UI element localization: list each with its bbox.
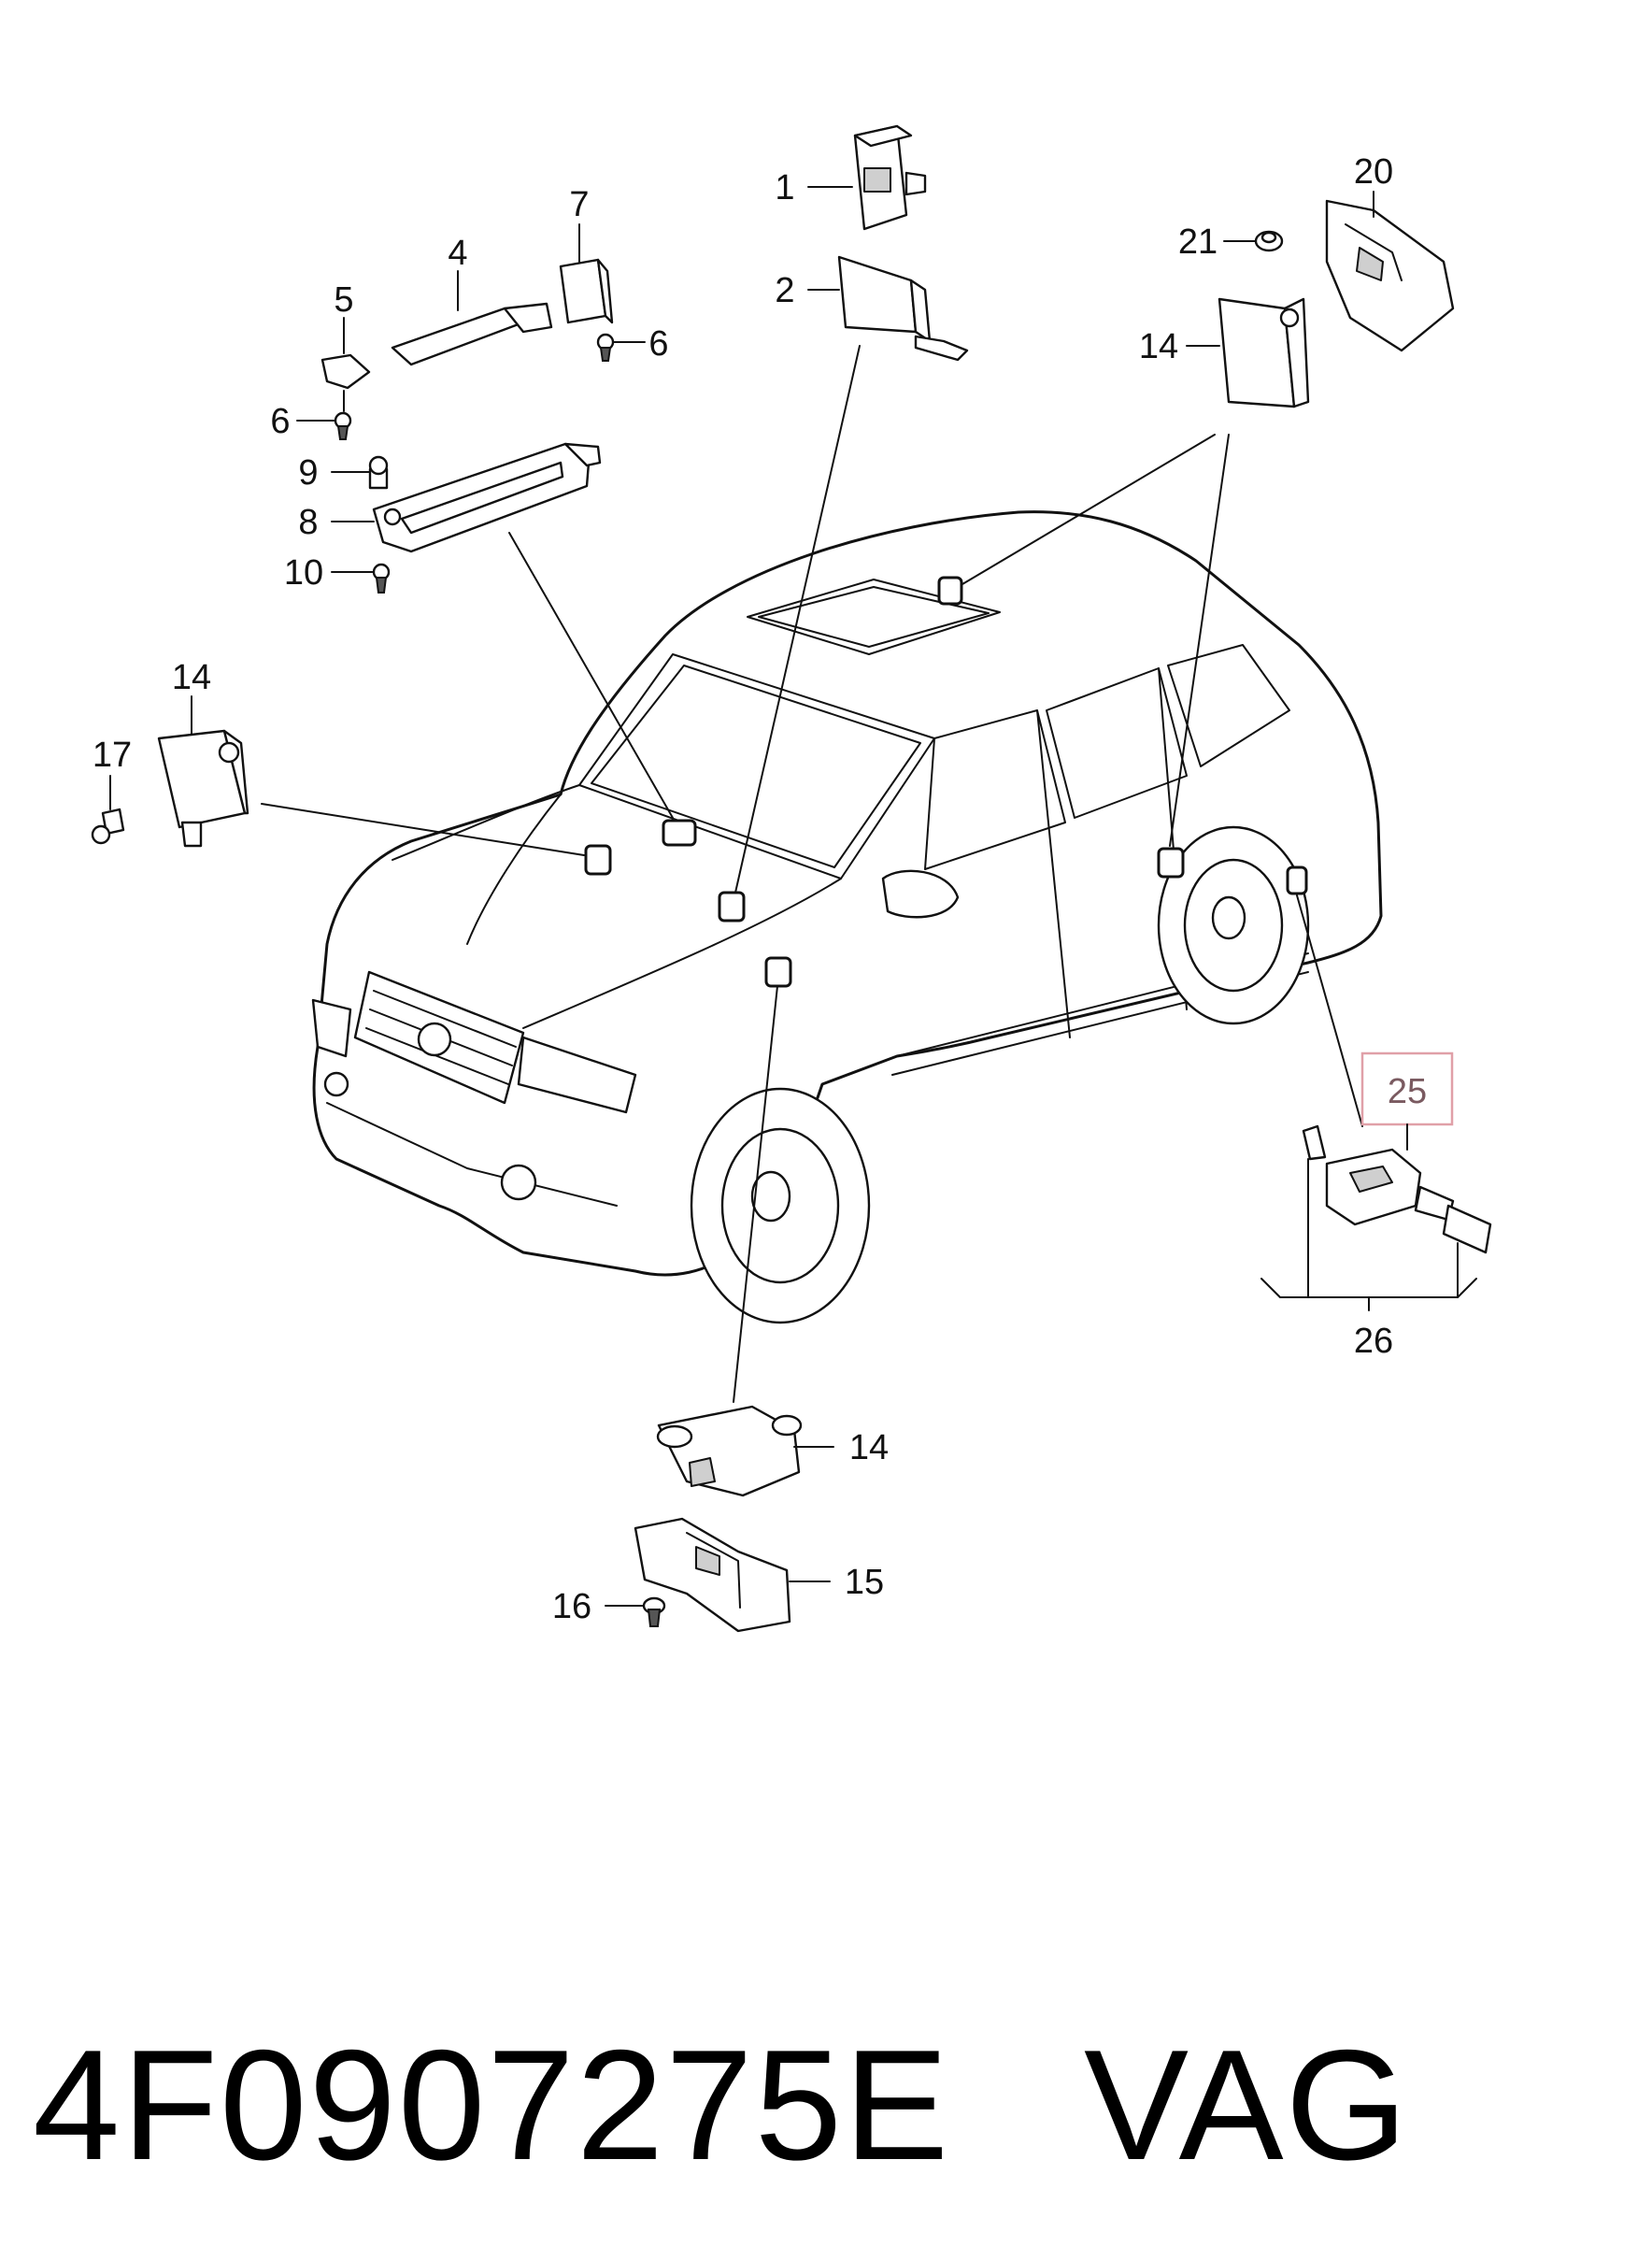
callout-15: 15 [845,1563,884,1602]
location-marker-floor [764,956,792,988]
callout-16: 16 [552,1587,591,1626]
location-marker-roof [937,576,963,606]
callout-labels: 1 2 4 5 6 6 7 8 9 10 14 14 14 15 16 17 2… [93,152,1427,1626]
part-screw-16 [642,1596,666,1627]
part-bracket-7 [559,258,614,324]
location-marker-windshield [662,819,697,847]
part-number-label: 4F0907275E [33,2017,950,2193]
callout-7: 7 [569,185,589,224]
part-housing-8 [372,442,602,553]
callout-6a: 6 [270,402,290,441]
location-marker-rear-wheel [1286,865,1308,895]
part-bracket-2 [837,255,969,362]
callout-10: 10 [284,553,323,593]
part-antenna-4 [391,302,553,366]
location-marker-rear-door [1157,847,1185,879]
part-bolt-9 [368,455,389,490]
part-screw-10 [372,563,391,594]
callout-20: 20 [1354,152,1393,192]
leader-lines [261,345,1363,1403]
vehicle-illustration [311,510,1383,1324]
location-marker-center [718,891,746,923]
rear-wheel [1157,825,1310,1025]
callout-5: 5 [334,280,353,320]
callout-2: 2 [775,271,794,310]
group-bracket-26 [1260,1278,1477,1298]
part-screw-6a [334,411,352,440]
callout-25: 25 [1388,1072,1427,1111]
part-clip-17 [91,808,125,845]
part-nut-21 [1254,230,1284,252]
callout-17: 17 [93,736,132,775]
callout-14-bottom: 14 [849,1428,889,1467]
part-screw-6b [596,333,615,362]
part-module-14-left [157,729,249,848]
callout-4: 4 [448,234,467,273]
callout-14-left: 14 [172,658,211,697]
part-control-module-1 [853,124,927,231]
caption: 4F0907275E VAG [33,2017,1409,2193]
location-marker-dash-left [584,844,612,876]
part-tpms-sensor-25 [1302,1124,1492,1254]
part-bracket-20 [1325,199,1455,352]
part-bracket-15 [634,1517,791,1633]
callout-9: 9 [298,453,318,493]
callout-26: 26 [1354,1322,1393,1361]
part-module-14-right [1218,297,1310,408]
part-module-14-bottom [656,1405,803,1497]
callout-21: 21 [1178,222,1218,262]
brand-label: VAG [1084,2017,1409,2193]
callout-6b: 6 [648,324,668,364]
callout-8: 8 [298,503,318,542]
callout-14-right: 14 [1139,327,1178,366]
part-clip-5 [320,353,371,412]
callout-1: 1 [775,168,794,207]
front-wheel [690,1087,871,1324]
callout-leaders [109,186,1408,1607]
